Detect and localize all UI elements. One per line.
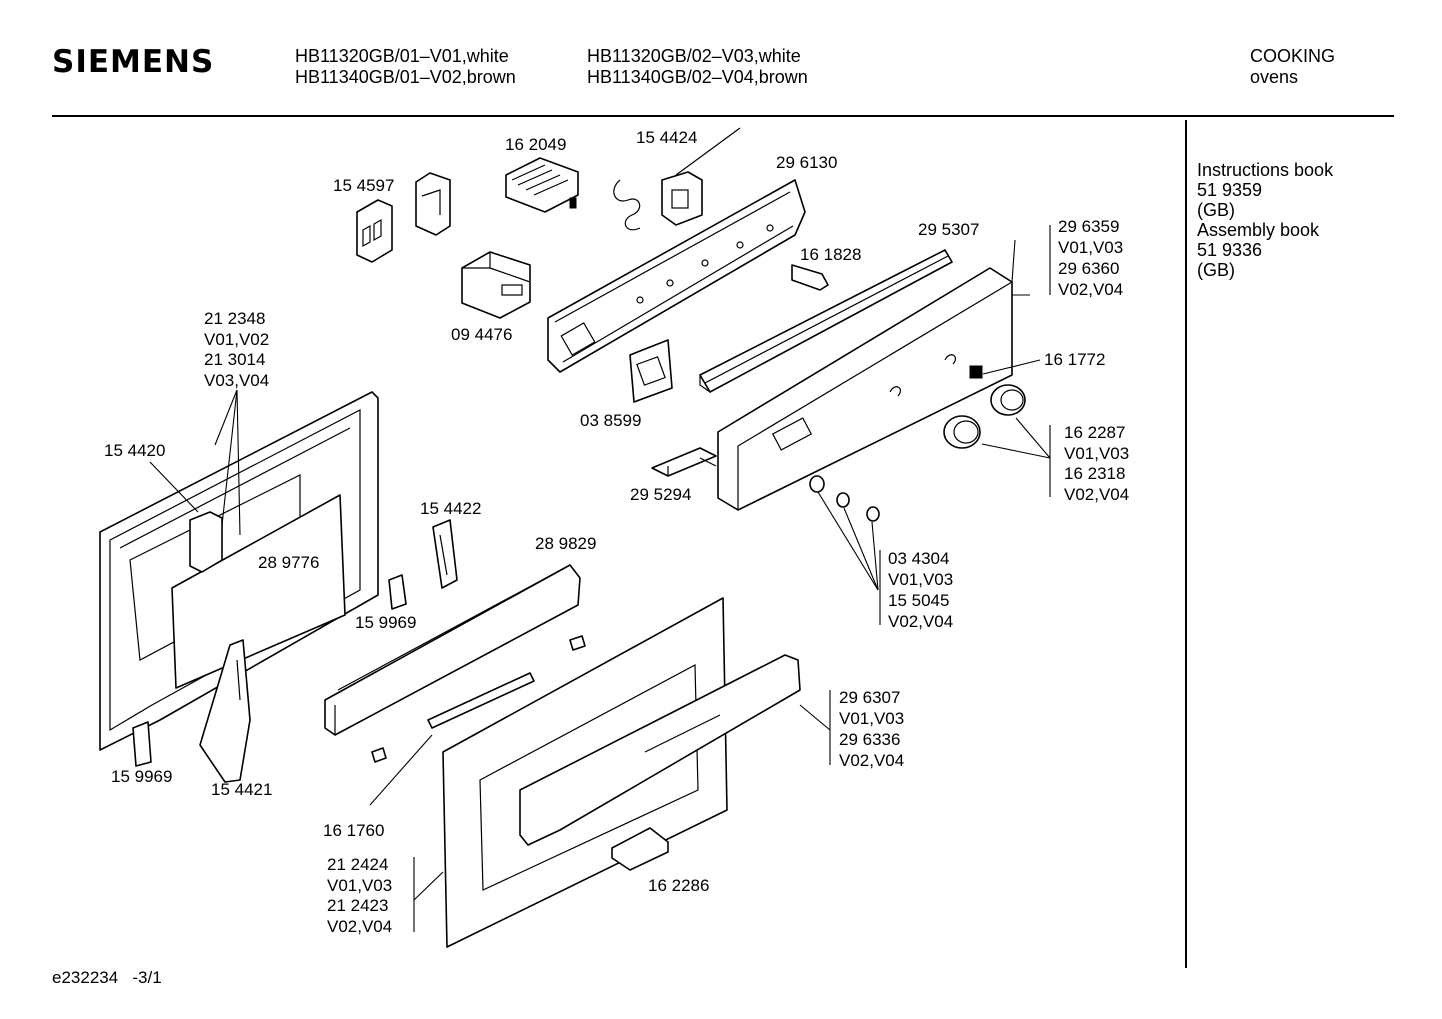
callout-034304-d: V02,V04 xyxy=(888,612,953,631)
small-bracket-part xyxy=(651,447,717,477)
leader-lines xyxy=(149,239,1051,901)
rail-part xyxy=(699,249,953,393)
callout-296307-c: 29 6336 xyxy=(839,730,900,749)
callout-295294: 29 5294 xyxy=(630,485,691,504)
callout-038599: 03 8599 xyxy=(580,411,641,430)
callout-034304-b: V01,V03 xyxy=(888,570,953,589)
callout-161772: 16 1772 xyxy=(1044,350,1105,369)
callout-154422: 15 4422 xyxy=(420,499,481,518)
sidebar-divider xyxy=(1185,120,1187,968)
callout-296307-b: V01,V03 xyxy=(839,709,904,728)
spindle-parts xyxy=(809,475,880,522)
callout-212424-d: V02,V04 xyxy=(327,917,392,936)
brand-logo: SIEMENS xyxy=(52,44,215,80)
model-line: HB11340GB/02–V04,brown xyxy=(587,67,808,87)
callout-094476: 09 4476 xyxy=(451,325,512,344)
header-divider xyxy=(52,115,1394,117)
callout-162287-a: 16 2287 xyxy=(1064,423,1125,442)
model-line: HB11340GB/01–V02,brown xyxy=(295,67,516,87)
page-number: -3/1 xyxy=(132,968,162,987)
door-handle-part xyxy=(519,654,801,846)
callout-162287-c: 16 2318 xyxy=(1064,464,1125,483)
side-note: (GB) xyxy=(1197,260,1235,280)
category-line: COOKING xyxy=(1250,46,1336,66)
callout-295307: 29 5307 xyxy=(918,220,979,239)
callout-159969-a: 15 9969 xyxy=(355,613,416,632)
category-line: ovens xyxy=(1250,67,1299,87)
display-part xyxy=(629,339,673,403)
callout-034304-c: 15 5045 xyxy=(888,591,949,610)
timer-part xyxy=(461,251,531,319)
callout-296359-c: 29 6360 xyxy=(1058,259,1119,278)
hinge-spring-part xyxy=(432,519,458,589)
door-rail-part xyxy=(324,564,581,736)
callout-212348-d: V03,V04 xyxy=(204,371,269,390)
control-panel-bracket xyxy=(547,179,806,373)
group-brackets xyxy=(413,225,1051,932)
callout-161760: 16 1760 xyxy=(323,821,384,840)
callout-154420: 15 4420 xyxy=(104,441,165,460)
knob-part xyxy=(943,384,1026,449)
side-note: Instructions book xyxy=(1197,160,1334,180)
callout-296307-d: V02,V04 xyxy=(839,751,904,770)
side-note: 51 9359 xyxy=(1197,180,1263,200)
callout-162287-d: V02,V04 xyxy=(1064,485,1129,504)
door-catch-part xyxy=(611,827,669,871)
side-note: Assembly book xyxy=(1197,220,1320,240)
callout-296130: 29 6130 xyxy=(776,153,837,172)
callout-212348-a: 21 2348 xyxy=(204,309,265,328)
callout-154424: 15 4424 xyxy=(636,128,697,147)
callout-212424-a: 21 2424 xyxy=(327,855,388,874)
callout-296359-a: 29 6359 xyxy=(1058,217,1119,236)
glass-panel xyxy=(171,494,346,689)
thermostat-part xyxy=(613,127,741,231)
model-line: HB11320GB/01–V01,white xyxy=(295,46,509,66)
side-note: (GB) xyxy=(1197,200,1235,220)
callout-154421: 15 4421 xyxy=(211,780,272,799)
callout-289829: 28 9829 xyxy=(535,534,596,553)
switch-part xyxy=(505,157,579,213)
side-notes: Instructions book 51 9359 (GB) Assembly … xyxy=(1197,160,1333,280)
small-connector-part xyxy=(791,264,829,291)
clip-part xyxy=(969,365,983,379)
footer: e232234 -3/1 xyxy=(52,968,162,988)
callout-212424-c: 21 2423 xyxy=(327,896,388,915)
callout-162049: 16 2049 xyxy=(505,135,566,154)
callout-296359-d: V02,V04 xyxy=(1058,280,1123,299)
category-label: COOKING ovens xyxy=(1250,46,1335,88)
model-list-2: HB11320GB/02–V03,white HB11340GB/02–V04,… xyxy=(587,46,808,88)
drawing-id: e232234 xyxy=(52,968,119,987)
callout-162287-b: V01,V03 xyxy=(1064,444,1129,463)
callout-162286: 16 2286 xyxy=(648,876,709,895)
callout-289776: 28 9776 xyxy=(258,553,319,572)
callout-034304-a: 03 4304 xyxy=(888,549,949,568)
callout-212348-c: 21 3014 xyxy=(204,350,265,369)
callout-labels: 16 2049 15 4424 29 6130 15 4597 29 5307 … xyxy=(104,128,1129,936)
callout-296359-b: V01,V03 xyxy=(1058,238,1123,257)
callout-154597: 15 4597 xyxy=(333,176,394,195)
bracket-part xyxy=(356,172,451,263)
callout-296307-a: 29 6307 xyxy=(839,688,900,707)
model-line: HB11320GB/02–V03,white xyxy=(587,46,801,66)
hinge-clip-part xyxy=(189,511,223,573)
buffer-block-part xyxy=(132,574,407,767)
callout-161828: 16 1828 xyxy=(800,245,861,264)
callout-159969-b: 15 9969 xyxy=(111,767,172,786)
fascia-panel xyxy=(717,267,1013,511)
side-note: 51 9336 xyxy=(1197,240,1263,260)
strip-part xyxy=(371,635,586,763)
callout-212348-b: V01,V02 xyxy=(204,330,269,349)
callout-212424-b: V01,V03 xyxy=(327,876,392,895)
hinge-part xyxy=(199,639,251,783)
model-list-1: HB11320GB/01–V01,white HB11340GB/01–V02,… xyxy=(295,46,516,88)
